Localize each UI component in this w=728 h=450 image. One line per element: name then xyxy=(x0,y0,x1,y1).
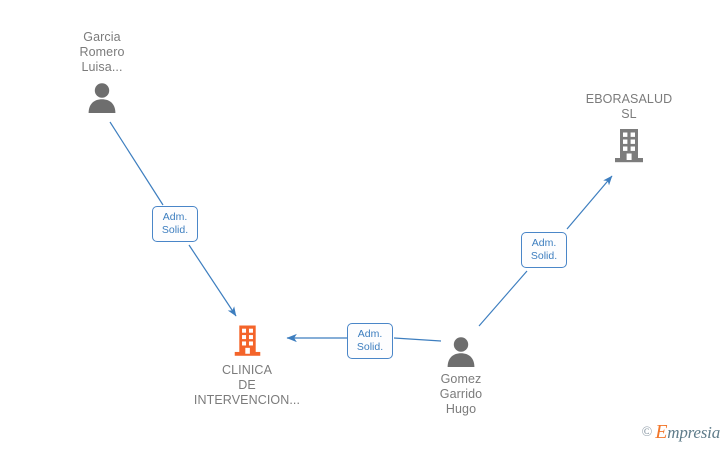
person-icon xyxy=(447,337,475,367)
edge-gomez-to-clinica[interactable] xyxy=(286,333,442,343)
node-gomez-garrido-hugo[interactable]: Gomez Garrido Hugo xyxy=(391,334,531,417)
node-label-eborasalud-sl: EBORASALUD SL xyxy=(585,92,673,121)
edge-label-gomez-clinica[interactable]: Adm. Solid. xyxy=(347,323,393,359)
edge-label-line-1: Adm. xyxy=(162,211,188,223)
building-icon xyxy=(234,325,260,356)
edge-label-garcia-clinica[interactable]: Adm. Solid. xyxy=(152,206,198,242)
building-icon xyxy=(615,129,643,163)
node-clinica-de-intervencion[interactable]: CLINICA DE INTERVENCION... xyxy=(177,324,317,408)
edge-garcia-to-clinica[interactable] xyxy=(109,121,237,317)
brand-accent-letter: E xyxy=(655,421,668,443)
watermark-empresia: © Empresia xyxy=(641,421,721,444)
copyright-icon: © xyxy=(641,424,653,440)
edge-label-line-2: Solid. xyxy=(530,250,558,262)
edge-label-line-2: Solid. xyxy=(356,341,384,353)
node-label-clinica-de-intervencion: CLINICA DE INTERVENCION... xyxy=(193,363,301,407)
node-label-gomez-garrido-hugo: Gomez Garrido Hugo xyxy=(439,372,483,416)
node-label-garcia-romero-luisa: Garcia Romero Luisa... xyxy=(79,30,125,74)
node-eborasalud-sl[interactable]: EBORASALUD SL xyxy=(559,92,699,164)
edge-label-line-1: Adm. xyxy=(531,237,557,249)
edge-label-gomez-eborasalud[interactable]: Adm. Solid. xyxy=(521,232,567,268)
edge-label-line-1: Adm. xyxy=(357,328,383,340)
edge-label-line-2: Solid. xyxy=(161,224,189,236)
edge-gomez-to-eborasalud[interactable] xyxy=(478,175,613,327)
brand-rest-letters: mpresia xyxy=(667,423,720,442)
brand-wordmark: Empresia xyxy=(655,421,720,444)
node-garcia-romero-luisa[interactable]: Garcia Romero Luisa... xyxy=(32,30,172,114)
person-icon xyxy=(88,83,116,113)
